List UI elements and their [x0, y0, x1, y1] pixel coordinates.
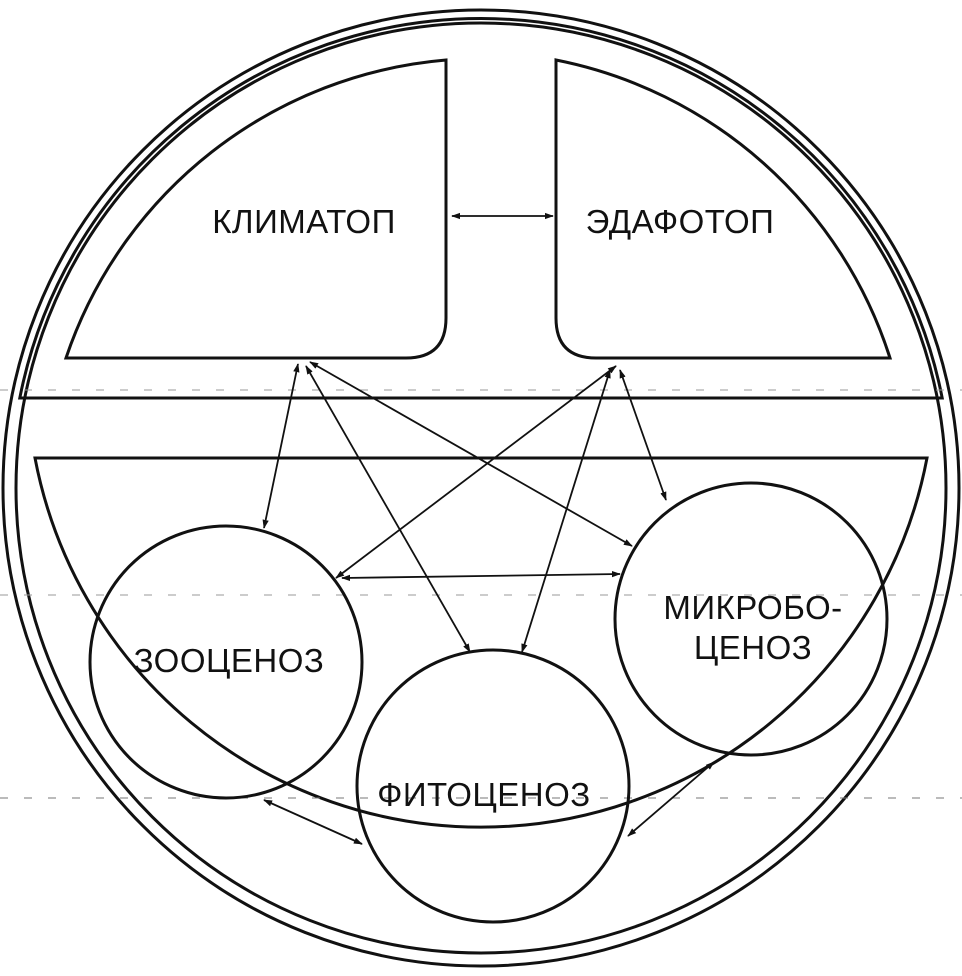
arrow-climatope-phytocenosis [305, 365, 471, 653]
climatope-block [63, 58, 448, 360]
arrow-climatope-zoocenosis [262, 363, 300, 529]
microbocenosis-label-line2: ЦЕНОЗ [693, 629, 813, 666]
arrow-microbocenosis-phytocenosis [627, 761, 715, 837]
zoocenosis-circle [88, 524, 364, 800]
zoocenosis-label: ЗООЦЕНОЗ [133, 642, 325, 679]
biotope-region [17, 17, 945, 400]
arrow-edaphotope-phytocenosis [521, 369, 611, 653]
microbocenosis-label: МИКРОБО- ЦЕНОЗ [648, 588, 858, 668]
climatope-label: КЛИМАТОП [212, 203, 396, 240]
arrow-zoocenosis-phytocenosis [263, 799, 363, 845]
microbocenosis-circle [613, 481, 889, 757]
arrow-edaphotope-microbocenosis [619, 369, 667, 501]
edaphotope-block [554, 58, 893, 360]
biocenosis-region [33, 456, 929, 829]
edaphotope-label: ЭДАФОТОП [585, 203, 775, 240]
microbocenosis-label-line1: МИКРОБО- [663, 589, 843, 626]
ecosystem-outer-ring [1, 8, 961, 968]
ecosystem-inner-ring [14, 21, 948, 955]
phytocenosis-label: ФИТОЦЕНОЗ [377, 776, 591, 813]
arrow-zoocenosis-microbocenosis [341, 570, 621, 582]
